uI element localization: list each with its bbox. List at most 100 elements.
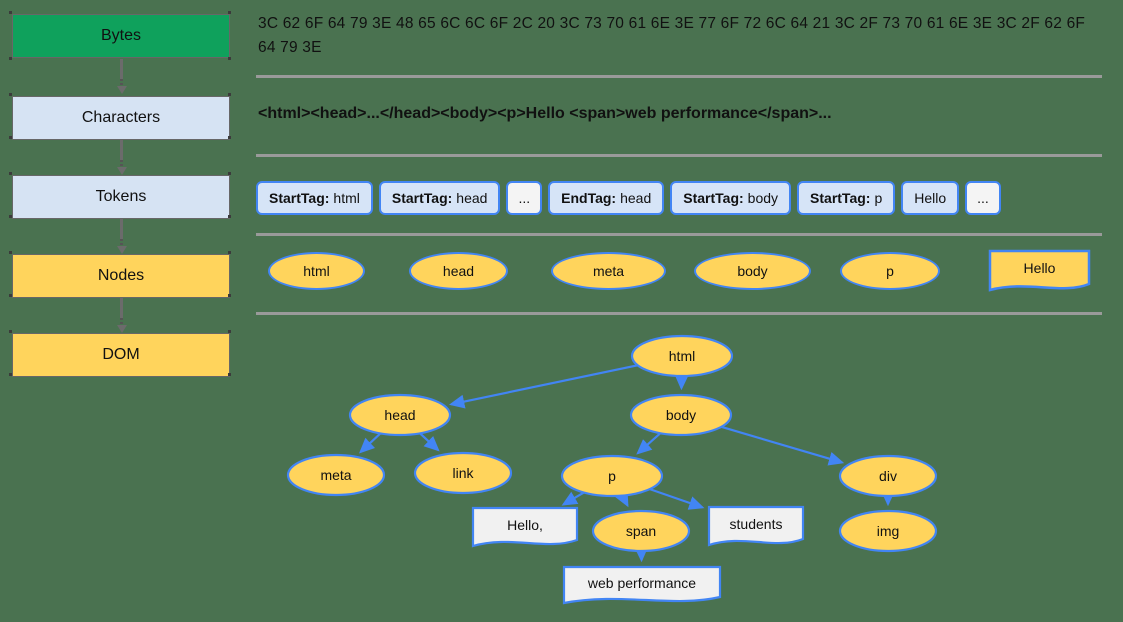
dom-node-label: div: [879, 468, 897, 484]
selection-handle[interactable]: [9, 251, 12, 254]
dom-node-shape: [471, 506, 579, 548]
node-text-document[interactable]: Hello: [988, 249, 1091, 293]
selection-handle[interactable]: [9, 93, 12, 96]
node-ellipse[interactable]: body: [694, 252, 811, 290]
stage-label: Tokens: [95, 188, 147, 205]
selection-handle[interactable]: [9, 294, 12, 297]
dom-node-label: web performance: [587, 575, 696, 591]
node-label: html: [303, 263, 330, 279]
token-chip[interactable]: EndTag:head: [548, 181, 665, 215]
stage-label: Bytes: [100, 27, 141, 44]
dom-node-text[interactable]: Hello,: [471, 506, 579, 548]
dom-node-element[interactable]: html: [630, 334, 734, 378]
token-value: p: [874, 190, 883, 206]
node-ellipse[interactable]: p: [840, 252, 940, 290]
dom-node-shape: [286, 453, 386, 497]
token-value: ...: [977, 190, 989, 206]
dom-node-text[interactable]: students: [707, 505, 805, 547]
dom-edge: [449, 364, 638, 409]
node-label: body: [737, 263, 768, 279]
dom-node-element[interactable]: span: [591, 509, 691, 553]
dom-node-element[interactable]: body: [629, 393, 733, 437]
dom-node-element[interactable]: div: [838, 454, 938, 498]
dom-node-label: Hello,: [507, 517, 543, 533]
dom-node-shape: [591, 509, 691, 553]
selection-handle[interactable]: [228, 93, 231, 96]
dom-tree-edges: [358, 364, 896, 563]
token-value: html: [333, 190, 360, 206]
token-value: body: [747, 190, 779, 206]
dom-node-shape: [838, 509, 938, 553]
node-ellipse[interactable]: meta: [551, 252, 666, 290]
dom-node-element[interactable]: p: [560, 454, 664, 498]
token-chip[interactable]: StartTag:html: [256, 181, 373, 215]
dom-node-element[interactable]: meta: [286, 453, 386, 497]
dom-edge: [649, 488, 705, 510]
selection-handle[interactable]: [9, 136, 12, 139]
selection-handle[interactable]: [228, 57, 231, 60]
selection-handle[interactable]: [9, 373, 12, 376]
dom-node-element[interactable]: img: [838, 509, 938, 553]
stage-label: Characters: [81, 109, 161, 126]
dom-node-label: span: [626, 523, 656, 539]
dom-node-shape: [838, 454, 938, 498]
arrow-bytes-to-characters: [116, 59, 127, 95]
node-ellipse[interactable]: html: [268, 252, 365, 290]
token-chip[interactable]: StartTag:head: [378, 181, 501, 215]
selection-handle[interactable]: [228, 294, 231, 297]
selection-handle[interactable]: [228, 215, 231, 218]
token-value: ...: [518, 190, 531, 206]
dom-edge: [720, 425, 845, 466]
selection-handle[interactable]: [228, 172, 231, 175]
token-kind: EndTag:: [561, 190, 617, 206]
divider-nodes-dom: [256, 312, 1102, 315]
selection-handle[interactable]: [228, 11, 231, 14]
selection-handle[interactable]: [228, 136, 231, 139]
stage-characters[interactable]: Characters: [12, 96, 230, 140]
selection-handle[interactable]: [228, 251, 231, 254]
dom-node-text[interactable]: web performance: [562, 565, 722, 605]
arrow-tokens-to-nodes: [116, 219, 127, 254]
dom-node-label: p: [608, 468, 616, 484]
selection-handle[interactable]: [228, 330, 231, 333]
token-chip[interactable]: StartTag:p: [797, 181, 896, 215]
token-kind: StartTag:: [269, 190, 330, 206]
stage-label: DOM: [102, 346, 140, 363]
dom-node-label: link: [452, 465, 474, 481]
selection-handle[interactable]: [9, 57, 12, 60]
selection-handle[interactable]: [9, 215, 12, 218]
token-kind: StartTag:: [391, 190, 453, 206]
selection-handle[interactable]: [9, 11, 12, 14]
stage-tokens[interactable]: Tokens: [12, 175, 230, 219]
stage-label: Nodes: [97, 267, 145, 284]
dom-edge: [561, 491, 585, 506]
dom-node-label: html: [669, 348, 695, 364]
dom-node-shape: [562, 565, 722, 605]
stage-bytes[interactable]: Bytes: [12, 14, 230, 58]
dom-edge: [615, 490, 629, 508]
dom-node-shape: [629, 393, 733, 437]
token-chip[interactable]: StartTag:body: [670, 181, 792, 215]
dom-node-label: students: [730, 516, 783, 532]
token-chip[interactable]: Hello: [901, 181, 960, 215]
dom-edge: [419, 432, 440, 452]
dom-node-element[interactable]: head: [348, 393, 452, 437]
token-chip[interactable]: ...: [506, 181, 543, 215]
selection-handle[interactable]: [9, 330, 12, 333]
selection-handle[interactable]: [9, 172, 12, 175]
divider-bytes-characters: [256, 75, 1102, 78]
dom-node-shape: [560, 454, 664, 498]
characters-markup-text: <html><head>...</head><body><p>Hello <sp…: [258, 105, 832, 122]
dom-node-label: meta: [320, 467, 351, 483]
stage-dom[interactable]: DOM: [12, 333, 230, 377]
stage-nodes[interactable]: Nodes: [12, 254, 230, 298]
token-chip[interactable]: ...: [965, 181, 1001, 215]
dom-node-shape: [413, 451, 513, 495]
node-ellipse[interactable]: head: [409, 252, 508, 290]
dom-node-label: head: [384, 407, 415, 423]
selection-handle[interactable]: [228, 373, 231, 376]
dom-node-element[interactable]: link: [413, 451, 513, 495]
